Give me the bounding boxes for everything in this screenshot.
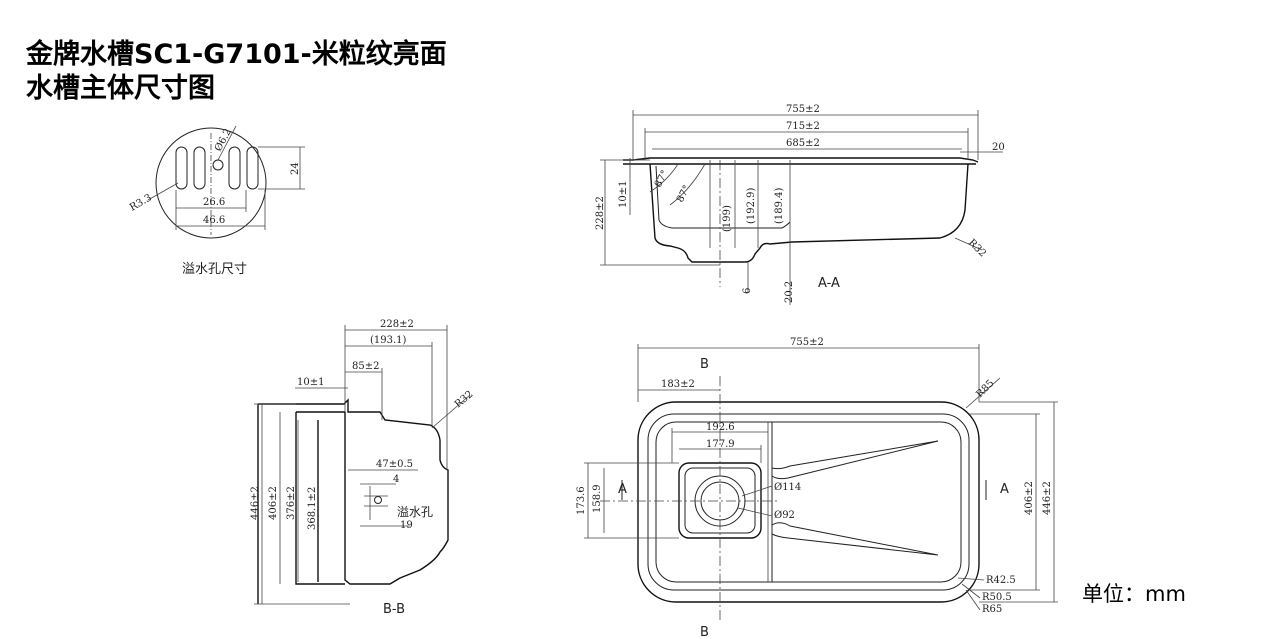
- section-b-b: 228±2 (193.1) 85±2 10±1 R32 446±2 406±2 …: [250, 319, 475, 617]
- dim-aa-192-9: (192.9): [746, 187, 757, 224]
- dim-bb-47: 47±0.5: [376, 459, 413, 470]
- dim-plan-r42-5: R42.5: [986, 575, 1016, 586]
- dim-aa-755: 755±2: [786, 104, 820, 115]
- dim-bb-368-1: 368.1±2: [307, 487, 318, 530]
- overflow-hole-detail: 26.6 46.6 24 Ø6.2 R3.3 溢水孔尺寸: [128, 125, 305, 277]
- inner-rim-2: [655, 421, 962, 583]
- drawing-title: 金牌水槽SC1-G7101-米粒纹亮面 水槽主体尺寸图: [26, 38, 447, 106]
- dim-bb-228: 228±2: [380, 319, 414, 330]
- dim-24: 24: [290, 162, 301, 175]
- inner-rim-1: [647, 413, 970, 591]
- unit-label: 单位：mm: [1082, 582, 1186, 606]
- dim-plan-192-6: 192.6: [706, 422, 735, 433]
- section-b-b-label: B-B: [383, 602, 405, 617]
- dim-aa-87-b: 87°: [675, 184, 693, 205]
- outer-rim: [637, 401, 980, 603]
- cut-b-bottom: B: [700, 625, 709, 639]
- dim-plan-r50-5: R50.5: [982, 592, 1012, 603]
- section-a-a-label: A-A: [818, 276, 840, 291]
- dim-46-6: 46.6: [203, 215, 225, 226]
- overflow-detail-label: 溢水孔尺寸: [182, 262, 247, 277]
- dim-plan-406: 406±2: [1024, 481, 1035, 515]
- dim-plan-r65: R65: [982, 604, 1002, 615]
- cut-a-right: A: [1000, 482, 1009, 497]
- slot-2: [193, 146, 206, 190]
- drain-circle-114: [694, 475, 746, 527]
- dim-bb-406: 406±2: [268, 486, 279, 520]
- dim-bb-85: 85±2: [352, 361, 379, 372]
- dim-aa-10: 10±1: [618, 181, 629, 208]
- cut-b-top: B: [700, 357, 709, 372]
- dim-plan-177-9: 177.9: [706, 439, 735, 450]
- title-line-1: 金牌水槽SC1-G7101-米粒纹亮面: [26, 39, 447, 70]
- dim-bb-376: 376±2: [286, 486, 297, 520]
- dim-26-6: 26.6: [203, 197, 225, 208]
- dim-aa-199: (199): [722, 205, 733, 232]
- slot-1: [175, 146, 188, 190]
- dim-aa-20: 20: [992, 142, 1005, 153]
- slot-3: [228, 146, 241, 190]
- dim-plan-158-9: 158.9: [592, 484, 603, 513]
- cut-a-left: A: [618, 482, 627, 497]
- dim-plan-755: 755±2: [790, 337, 824, 348]
- dim-aa-715: 715±2: [786, 121, 820, 132]
- dim-bb-193-1: (193.1): [370, 335, 407, 346]
- detail-circle: [155, 127, 267, 239]
- dim-plan-183: 183±2: [661, 379, 695, 390]
- slot-4: [246, 146, 259, 190]
- dim-aa-6: 6: [742, 288, 753, 294]
- dim-bb-446: 446±2: [250, 486, 261, 520]
- dim-bb-19: 19: [400, 520, 413, 531]
- dim-aa-685: 685±2: [786, 138, 820, 149]
- dim-bb-4: 4: [393, 474, 399, 485]
- dim-aa-87-a: 87°: [653, 169, 671, 190]
- dim-aa-r32: R32: [966, 237, 988, 259]
- dim-plan-446: 446±2: [1042, 481, 1053, 515]
- dim-aa-228: 228±2: [595, 196, 606, 230]
- title-line-2: 水槽主体尺寸图: [26, 73, 215, 104]
- dim-hole-6-2: Ø6.2: [213, 127, 234, 153]
- dim-r3-3: R3.3: [128, 192, 154, 213]
- dim-aa-20-2: 20.2: [784, 281, 795, 303]
- plan-view: A A B B 755±2 183±2 192.6 177.9 173.6 15…: [576, 337, 1058, 639]
- overflow-callout: 溢水孔: [397, 505, 433, 519]
- dim-bb-r32: R32: [453, 389, 476, 410]
- section-a-a: 755±2 715±2 685±2 20 228±2 10±1 (199) (1…: [595, 104, 1005, 305]
- dim-plan-173-6: 173.6: [576, 486, 587, 515]
- dim-aa-189-4: (189.4): [774, 187, 785, 224]
- dim-bb-10: 10±1: [297, 377, 324, 388]
- dim-plan-d92: Ø92: [774, 510, 795, 521]
- dim-plan-r85: R85: [974, 378, 996, 400]
- center-hole: [212, 159, 224, 171]
- dim-plan-d114: Ø114: [774, 482, 801, 493]
